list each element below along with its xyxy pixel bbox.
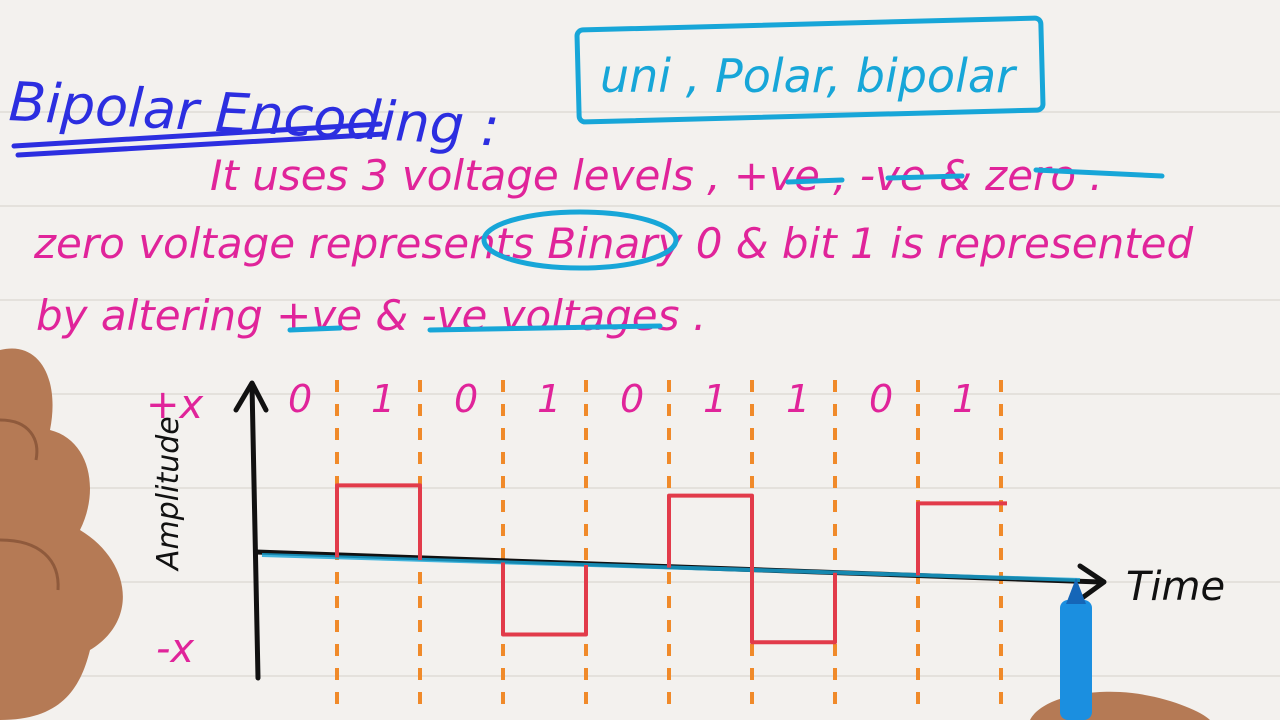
title-underline — [11, 121, 387, 158]
paper-lines — [0, 111, 1280, 677]
y-axis-label: Amplitude — [151, 416, 186, 572]
note-line-1: It uses 3 voltage levels , +ve , -ve & z… — [210, 151, 1103, 200]
pulse-positive — [335, 483, 422, 560]
y-bottom-label: -x — [156, 626, 194, 672]
x-axis-label: Time — [1126, 564, 1225, 610]
pulse-positive — [916, 501, 1007, 576]
bit-label: 1 — [952, 377, 976, 421]
bit-label: 1 — [703, 377, 727, 421]
pulse-negative — [501, 562, 588, 637]
bit-label: 0 — [620, 377, 644, 421]
bit-label: 1 — [786, 377, 810, 421]
bit-label: 0 — [288, 377, 312, 421]
encoding-diagram: 0 1 0 1 0 1 1 0 1 +x -x Amplitude Time — [146, 377, 1225, 715]
pulse-positive — [667, 493, 754, 571]
note-line-2: zero voltage represents Binary 0 & bit 1… — [33, 219, 1194, 268]
types-text: uni , Polar, bipolar — [600, 49, 1018, 103]
bit-label: 1 — [537, 377, 561, 421]
page-title: Bipolar Encoding : — [7, 70, 501, 159]
binary-0-circle — [481, 209, 679, 271]
note-underlines-2 — [287, 323, 663, 333]
note-line-3: by altering +ve & -ve voltages . — [36, 291, 706, 340]
y-top-label: +x — [146, 382, 204, 428]
bit-boundaries — [335, 380, 1003, 715]
bit-labels: 0 1 0 1 0 1 1 0 1 — [288, 377, 976, 421]
y-axis — [249, 382, 261, 681]
marker-pen — [1060, 578, 1092, 720]
x-axis-arrowhead — [1077, 563, 1107, 601]
note-underlines — [785, 167, 1165, 185]
bit-label: 0 — [454, 377, 478, 421]
types-box — [574, 15, 1046, 125]
bipolar-signal — [335, 483, 1007, 645]
pulse-negative — [750, 570, 837, 645]
bit-label: 0 — [869, 377, 893, 421]
bit-label: 1 — [371, 377, 395, 421]
y-axis-arrowhead — [233, 380, 269, 413]
